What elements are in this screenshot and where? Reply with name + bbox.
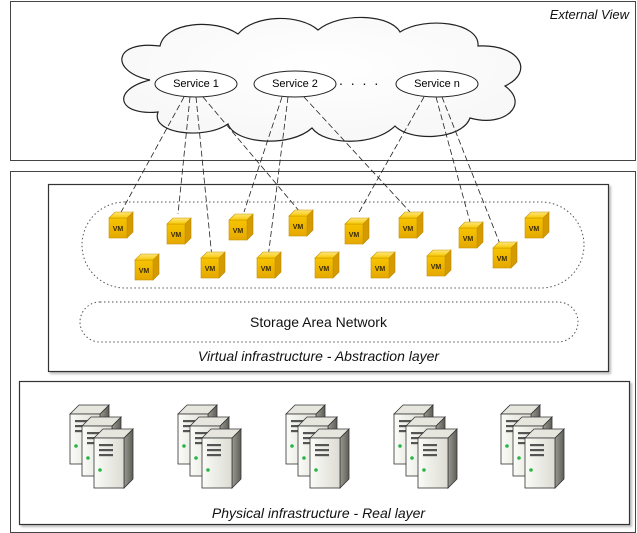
server-cluster <box>285 404 350 489</box>
server-cluster <box>177 404 242 489</box>
vm-cube: VM <box>524 211 550 239</box>
vm-label: VM <box>139 268 150 275</box>
vm-cube: VM <box>370 251 396 279</box>
server-led <box>422 468 426 472</box>
vm-cube: VM <box>288 209 314 237</box>
server-led <box>314 468 318 472</box>
vm-label: VM <box>431 264 442 271</box>
vm-cube: VM <box>256 251 282 279</box>
vm-label: VM <box>497 256 508 263</box>
service-2-label: Service 2 <box>272 78 318 90</box>
server-icon <box>417 428 458 489</box>
vm-label: VM <box>375 266 386 273</box>
server-led <box>505 444 509 448</box>
vm-label: VM <box>403 226 414 233</box>
vm-label: VM <box>113 226 124 233</box>
server-icon <box>93 428 134 489</box>
vm-label: VM <box>349 232 360 239</box>
vm-label: VM <box>205 266 216 273</box>
vm-cube: VM <box>314 251 340 279</box>
server-led <box>410 456 414 460</box>
external-view-title: External View <box>549 7 629 22</box>
server-led <box>194 456 198 460</box>
server-led <box>290 444 294 448</box>
vm-cube: VM <box>426 249 452 277</box>
server-led <box>302 456 306 460</box>
service-vm-links <box>119 96 501 259</box>
server-icon <box>524 428 565 489</box>
server-led <box>74 444 78 448</box>
physical-layer-caption: Physical infrastructure - Real layer <box>211 505 426 521</box>
server-cluster <box>393 404 458 489</box>
service-n-oval <box>395 70 479 98</box>
service-2-oval <box>253 70 337 98</box>
vm-cube: VM <box>108 211 134 239</box>
vm-cube: VM <box>166 217 192 245</box>
vm-label: VM <box>463 236 474 243</box>
server-led <box>206 468 210 472</box>
server-icon <box>201 428 242 489</box>
server-led <box>98 468 102 472</box>
server-led <box>182 444 186 448</box>
virtual-layer-caption: Virtual infrastructure - Abstraction lay… <box>197 348 440 364</box>
vm-label: VM <box>319 266 330 273</box>
server-led <box>517 456 521 460</box>
vm-label: VM <box>171 232 182 239</box>
vm-pool-outline <box>81 201 585 289</box>
san-outline <box>79 301 579 343</box>
vm-label: VM <box>261 266 272 273</box>
vm-label: VM <box>233 228 244 235</box>
server-led <box>529 468 533 472</box>
vm-pool: VM VM VM VM VM VM VM VM VM VM VM VM VM VM VM <box>108 209 550 281</box>
storage-area-network-label: Storage Area Network <box>250 314 387 330</box>
vm-cube: VM <box>228 213 254 241</box>
server-cluster <box>500 404 565 489</box>
vm-label: VM <box>293 224 304 231</box>
server-led <box>398 444 402 448</box>
vm-cube: VM <box>134 253 160 281</box>
service-ovals <box>154 70 479 98</box>
service-n-label: Service n <box>414 78 460 90</box>
server-icon <box>309 428 350 489</box>
vm-cube: VM <box>492 241 518 269</box>
vm-cube: VM <box>458 221 484 249</box>
vm-label: VM <box>529 226 540 233</box>
server-cluster <box>69 404 134 489</box>
service-1-label: Service 1 <box>173 78 219 90</box>
server-racks <box>69 404 565 489</box>
services-ellipsis: . . . . <box>339 72 381 88</box>
server-led <box>86 456 90 460</box>
vm-cube: VM <box>344 217 370 245</box>
vm-cube: VM <box>398 211 424 239</box>
vm-cube: VM <box>200 251 226 279</box>
